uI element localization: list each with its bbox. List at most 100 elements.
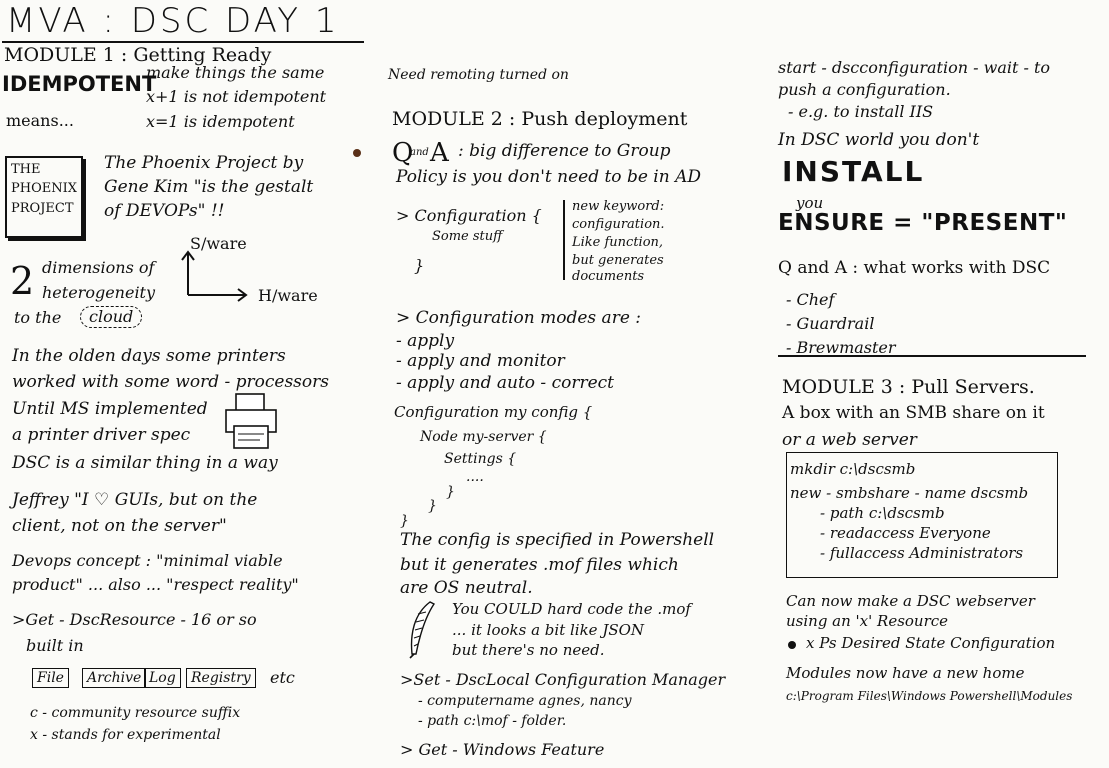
install-word: INSTALL	[782, 155, 925, 188]
bullet-dot	[788, 641, 796, 649]
remoting-note: Need remoting turned on	[388, 67, 569, 83]
webserver-line-2: using an 'x' Resource	[786, 612, 949, 630]
keyword-divider	[563, 200, 565, 280]
jeffrey-line-1: Jeffrey "I ♡ GUIs, but on the	[12, 490, 258, 510]
config2-line-4: ....	[466, 469, 484, 485]
powershell-line-1: The config is specified in Powershell	[400, 530, 715, 550]
idempotent-line-1: make things the same	[146, 63, 325, 82]
code-line-4: - readaccess Everyone	[820, 524, 991, 542]
config2-line-2: Node my-server {	[420, 429, 547, 445]
devops-line-2: product" ... also ... "respect reality"	[12, 575, 299, 594]
tool-guardrail: - Guardrail	[786, 314, 875, 333]
book-line-3: of DEVOPs" !!	[104, 201, 225, 221]
config2-line-1: Configuration my config {	[394, 403, 593, 421]
smb-line-2: or a web server	[782, 430, 917, 450]
qa-line-2: Policy is you don't need to be in AD	[396, 167, 701, 187]
olden-line-2: worked with some word - processors	[12, 372, 329, 392]
config-code-1: > Configuration {	[396, 206, 542, 225]
get-windows-feature: > Get - Windows Feature	[400, 740, 605, 759]
modes-line-2: - apply	[396, 331, 455, 351]
keyword-note-5: documents	[572, 269, 645, 284]
keyword-note-4: but generates	[572, 253, 664, 268]
powershell-line-2: but it generates .mof files which	[400, 555, 679, 575]
resource-box-log: Log	[144, 668, 181, 688]
prefix-line-1: c - community resource suffix	[30, 705, 241, 721]
modules-line-2: c:\Program Files\Windows Powershell\Modu…	[786, 689, 1073, 703]
config2-line-5: }	[446, 484, 455, 500]
qa-q: Q	[392, 138, 414, 168]
idempotent-word: IDEMPOTENT	[2, 72, 157, 96]
dimensions-number: 2	[10, 259, 35, 303]
qa-a: A	[430, 138, 449, 168]
title-underline	[2, 41, 364, 43]
bullet-line: x Ps Desired State Configuration	[806, 634, 1056, 652]
axes-diagram	[181, 250, 248, 302]
page-title: MVA : DSC DAY 1	[6, 1, 340, 41]
keyword-note-3: Like function,	[572, 235, 664, 250]
devops-line-1: Devops concept : "minimal viable	[12, 551, 283, 570]
code-box	[786, 452, 1058, 578]
setlcm-line-3: - path c:\mof - folder.	[418, 713, 567, 729]
module2-heading: MODULE 2 : Push deployment	[392, 108, 688, 130]
startdsc-line-2: push a configuration.	[778, 80, 951, 99]
could-line-1: You COULD hard code the .mof	[452, 600, 691, 618]
config-code-3: }	[414, 256, 425, 275]
dimensions-line-2: heterogeneity	[42, 283, 156, 302]
dimensions-line-1: dimensions of	[42, 258, 155, 277]
idempotent-line-2: x+1 is not idempotent	[146, 87, 327, 106]
olden-line-5: DSC is a similar thing in a way	[12, 453, 278, 473]
prefix-line-2: x - stands for experimental	[30, 727, 221, 743]
module3-divider	[778, 355, 1086, 357]
resource-box-registry: Registry	[186, 668, 256, 688]
tool-brewmaster: - Brewmaster	[786, 338, 896, 357]
book-title-line-2: PHOENIX	[11, 181, 77, 196]
modes-line-3: - apply and monitor	[396, 351, 565, 371]
olden-line-4: a printer driver spec	[12, 425, 191, 445]
printer-icon	[225, 393, 277, 449]
startdsc-line-1: start - dscconfiguration - wait - to	[778, 58, 1051, 77]
olden-line-1: In the olden days some printers	[12, 346, 286, 366]
qa2-text: Q and A : what works with DSC	[778, 258, 1051, 278]
means-text: means...	[6, 111, 74, 130]
setlcm-line-1: >Set - DscLocal Configuration Manager	[400, 670, 726, 689]
code-line-3: - path c:\dscsmb	[820, 504, 945, 522]
dsc-world-text: In DSC world you don't	[778, 130, 980, 150]
jeffrey-line-2: client, not on the server"	[12, 516, 227, 536]
startdsc-line-3: - e.g. to install IIS	[788, 102, 934, 121]
resource-box-archive: Archive	[82, 668, 147, 688]
getdsc-line-1: >Get - DscResource - 16 or so	[12, 610, 257, 629]
etc-text: etc	[270, 668, 295, 687]
dimensions-line-3: to the	[14, 308, 62, 327]
modules-line-1: Modules now have a new home	[786, 664, 1025, 682]
could-line-3: but there's no need.	[452, 641, 605, 659]
modes-line-1: > Configuration modes are :	[396, 308, 642, 328]
idempotent-line-3: x=1 is idempotent	[146, 112, 295, 131]
olden-line-3: Until MS implemented	[12, 399, 208, 419]
config2-line-6: }	[428, 498, 437, 514]
qa-and: and	[410, 147, 429, 158]
smb-line-1: A box with an SMB share on it	[782, 403, 1045, 423]
webserver-line-1: Can now make a DSC webserver	[786, 592, 1035, 610]
resource-box-file: File	[32, 668, 69, 688]
config2-line-3: Settings {	[444, 451, 517, 467]
ensure-present-word: ENSURE = "PRESENT"	[778, 210, 1068, 236]
tool-chef: - Chef	[786, 290, 835, 309]
code-line-5: - fullaccess Administrators	[820, 544, 1024, 562]
book-line-2: Gene Kim "is the gestalt	[104, 177, 314, 197]
code-line-2: new - smbshare - name dscsmb	[790, 484, 1029, 502]
axis-x-label: H/ware	[258, 286, 318, 305]
module1-heading: MODULE 1 : Getting Ready	[4, 44, 272, 66]
keyword-note-2: configuration.	[572, 217, 665, 232]
book-line-1: The Phoenix Project by	[104, 153, 304, 173]
getdsc-line-2: built in	[26, 636, 84, 655]
book-title-line-3: PROJECT	[11, 201, 74, 216]
quill-icon	[409, 601, 436, 659]
you-text: you	[796, 194, 824, 212]
ink-spot	[353, 149, 361, 157]
cloud-word: cloud	[80, 306, 143, 328]
code-line-1: mkdir c:\dscsmb	[790, 460, 916, 478]
config2-line-7: }	[400, 513, 409, 529]
powershell-line-3: are OS neutral.	[400, 578, 533, 598]
modes-line-4: - apply and auto - correct	[396, 373, 614, 393]
qa-line-1: : big difference to Group	[458, 141, 671, 161]
